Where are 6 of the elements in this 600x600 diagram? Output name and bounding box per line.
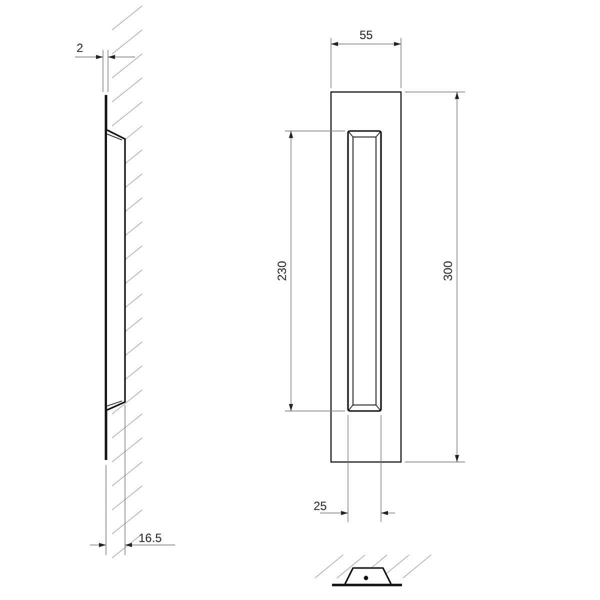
dimension-value: 2 <box>76 41 84 55</box>
dimension-value: 16.5 <box>138 531 162 545</box>
dimension-value: 300 <box>441 260 456 282</box>
dimension-value: 55 <box>360 28 373 42</box>
dimension-value: 25 <box>314 499 327 513</box>
dimension-value: 230 <box>275 260 290 282</box>
